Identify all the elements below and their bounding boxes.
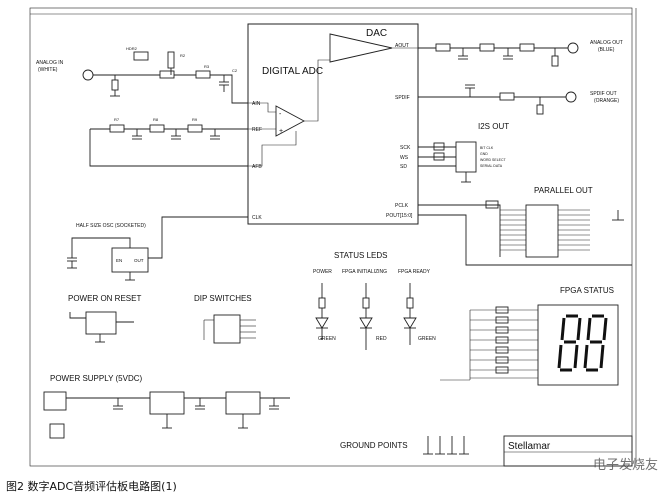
- pin-sd: SD: [400, 164, 407, 170]
- svg-text:(ORANGE): (ORANGE): [594, 98, 619, 104]
- half-size-osc-label: HALF SIZE OSC (SOCKETED): [76, 223, 146, 229]
- dac-symbol: [329, 33, 393, 63]
- status-power-label: POWER: [313, 269, 332, 275]
- led-red-label: RED: [376, 336, 387, 342]
- svg-text:BIT CLK: BIT CLK: [480, 146, 494, 150]
- status-leds-label: STATUS LEDS: [334, 251, 388, 260]
- i2s-out-label: I2S OUT: [478, 122, 509, 131]
- svg-text:OUT: OUT: [134, 258, 144, 263]
- pin-pout: POUT[15:0]: [386, 213, 413, 219]
- svg-text:(BLUE): (BLUE): [598, 47, 615, 53]
- svg-text:R8: R8: [153, 117, 159, 122]
- svg-text:WORD SELECT: WORD SELECT: [480, 158, 507, 162]
- seven-segment-display: [537, 304, 619, 386]
- regulator-1: [149, 391, 185, 415]
- reset-chip: [85, 311, 117, 335]
- svg-text:-: -: [279, 111, 282, 118]
- svg-text:GND: GND: [480, 152, 488, 156]
- pin-clk: CLK: [252, 215, 262, 221]
- title-block-company: Stellamar: [508, 441, 551, 452]
- svg-text:C2: C2: [232, 68, 238, 73]
- power-supply-label: POWER SUPPLY (5VDC): [50, 374, 143, 383]
- i2s-header: [455, 141, 477, 173]
- dc-jack: [43, 391, 67, 411]
- svg-text:EN: EN: [116, 258, 122, 263]
- fpga-status-label: FPGA STATUS: [560, 286, 614, 295]
- dip-switch-block: [213, 314, 241, 344]
- svg-text:R7: R7: [114, 117, 120, 122]
- title-block: [503, 435, 633, 467]
- digital-adc-block: [247, 23, 419, 225]
- svg-text:SERIAL DATA: SERIAL DATA: [480, 164, 503, 168]
- dip-switches-label: DIP SWITCHES: [194, 294, 252, 303]
- svg-text:R2: R2: [180, 53, 186, 58]
- led-green-2-label: GREEN: [418, 336, 436, 342]
- spdif-out-label: SPDIF OUT: [590, 91, 617, 97]
- svg-text:R9: R9: [192, 117, 198, 122]
- power-on-reset-label: POWER ON RESET: [68, 294, 141, 303]
- regulator-2: [225, 391, 261, 415]
- pin-ref: REF: [252, 127, 262, 133]
- svg-text:+: +: [279, 128, 283, 135]
- rca-jack-in: [82, 69, 94, 81]
- digital-adc-label: DIGITAL ADC: [262, 66, 323, 77]
- status-fpga-init-label: FPGA INITIALIZING: [342, 269, 387, 275]
- svg-text:R3: R3: [204, 64, 210, 69]
- analog-out-label: ANALOG OUT: [590, 40, 623, 46]
- svg-text:(WHITE): (WHITE): [38, 67, 58, 73]
- seven-segment-digit-2: [583, 314, 608, 372]
- rca-jack-out: [567, 42, 579, 54]
- pin-aout: AOUT: [395, 43, 409, 49]
- rca-jack-spdif: [565, 91, 577, 103]
- parallel-out-label: PARALLEL OUT: [534, 186, 593, 195]
- sheet-border: [29, 7, 633, 467]
- dac-label: DAC: [366, 28, 387, 39]
- pin-afb: AFB: [252, 164, 262, 170]
- pin-pclk: PCLK: [395, 203, 409, 209]
- led-green-1-label: GREEN: [318, 336, 336, 342]
- parallel-header: [525, 204, 559, 258]
- status-fpga-ready-label: FPGA READY: [398, 269, 431, 275]
- adc-opamp-symbol: [275, 105, 305, 137]
- seven-segment-digit-1: [557, 314, 582, 372]
- pin-ws: WS: [400, 155, 409, 161]
- pin-spdif: SPDIF: [395, 95, 410, 101]
- watermark: 电子发烧友: [592, 458, 658, 473]
- svg-text:HDR2: HDR2: [126, 46, 138, 51]
- figure-caption: 图2 数字ADC音频评估板电路图(1): [6, 480, 177, 493]
- analog-in-label: ANALOG IN: [36, 60, 64, 66]
- pin-sck: SCK: [400, 145, 411, 151]
- ground-points-label: GROUND POINTS: [340, 441, 408, 450]
- pin-ain: AIN: [252, 101, 261, 107]
